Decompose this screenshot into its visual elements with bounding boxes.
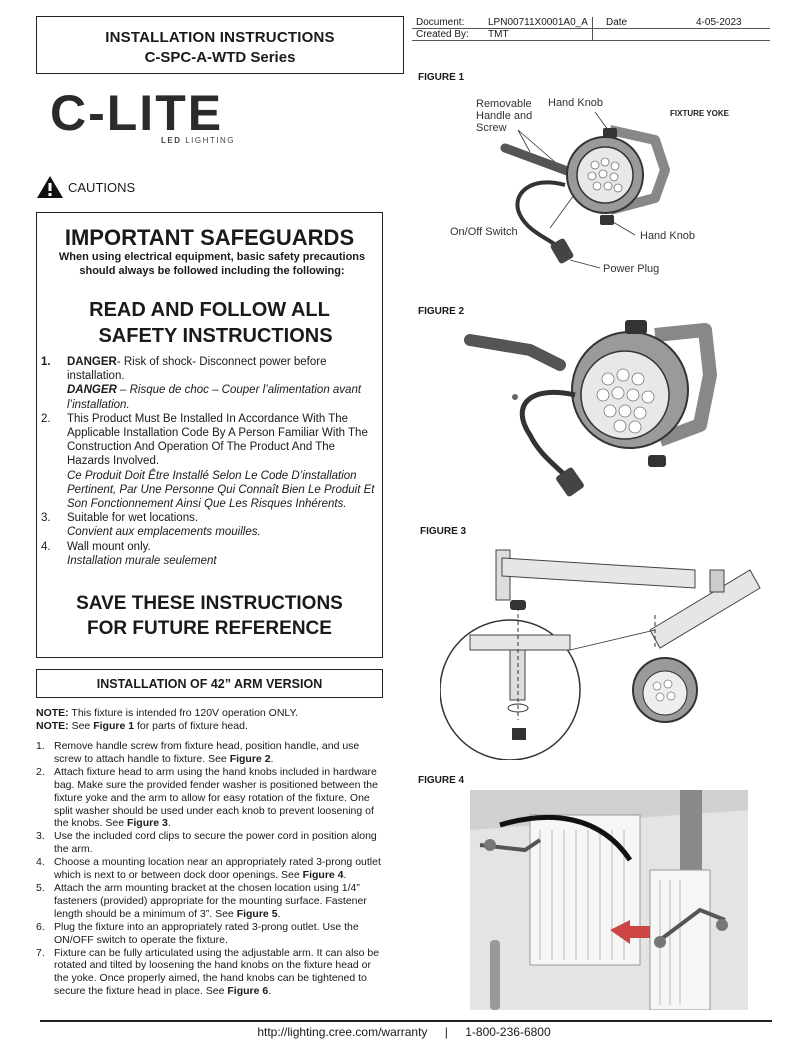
footer: http://lighting.cree.com/warranty | 1-80… <box>0 1025 808 1039</box>
callout-power-plug: Power Plug <box>603 263 660 275</box>
installation-heading: INSTALLATION OF 42” ARM VERSION <box>36 669 383 698</box>
callout-hand-knob-top: Hand Knob <box>548 97 604 109</box>
safeguards-title: IMPORTANT SAFEGUARDS <box>64 225 355 250</box>
warranty-link[interactable]: http://lighting.cree.com/warranty <box>257 1025 428 1039</box>
title-line1: INSTALLATION INSTRUCTIONS <box>105 29 335 46</box>
step-item: 5.Attach the arm mounting bracket at the… <box>36 881 367 920</box>
step-item: 3.Use the included cord clips to secure … <box>36 830 377 856</box>
logo-sub: LED LIGHTING <box>161 136 236 145</box>
step-item: 1.Remove handle screw from fixture head,… <box>36 740 360 765</box>
figure-3-label: FIGURE 3 <box>420 526 467 537</box>
callout-removable-handle: Removable Handle and Screw <box>476 98 533 134</box>
save-instructions-heading: SAVE THESE INSTRUCTIONS FOR FUTURE REFER… <box>76 593 343 639</box>
safety-item: 1. DANGER- Risk of shock- Disconnect pow… <box>41 356 362 411</box>
safety-list: 1. DANGER- Risk of shock- Disconnect pow… <box>39 355 379 568</box>
figure-1-illustration <box>500 111 670 269</box>
callout-on-off-switch: On/Off Switch <box>450 226 518 238</box>
created-value: TMT <box>488 29 509 40</box>
step-item: 6.Plug the fixture into an appropriately… <box>36 920 359 946</box>
date-label: Date <box>606 17 628 28</box>
c-lite-logo: C-LITE LED LIGHTING <box>50 85 234 145</box>
figure-4-illustration <box>470 790 748 1010</box>
safety-item: 2. This Product Must Be Installed In Acc… <box>41 412 375 511</box>
footer-separator: | <box>444 1025 448 1039</box>
safeguards-box: IMPORTANT SAFEGUARDS When using electric… <box>36 212 383 658</box>
created-label: Created By: <box>416 29 469 40</box>
safeguards-subtitle: When using electrical equipment, basic s… <box>58 251 366 277</box>
date-value: 4-05-2023 <box>696 17 742 28</box>
step-item: 7.Fixture can be fully articulated using… <box>36 946 380 998</box>
title-box: INSTALLATION INSTRUCTIONS C-SPC-A-WTD Se… <box>36 16 404 74</box>
figure-3-illustration <box>440 549 761 760</box>
phone-number: 1-800-236-6800 <box>465 1025 551 1039</box>
safety-item: 4. Wall mount only. Installation murale … <box>41 540 217 567</box>
document-value: LPN00711X0001A0_A <box>488 17 588 28</box>
read-follow-heading: READ AND FOLLOW ALL SAFETY INSTRUCTIONS <box>89 299 333 347</box>
safety-item: 3. Suitable for wet locations. Convient … <box>41 512 261 539</box>
document-info: Document: LPN00711X0001A0_A Date 4-05-20… <box>412 17 770 41</box>
figure-1-label: FIGURE 1 <box>418 72 465 83</box>
cautions-heading: CAUTIONS <box>36 175 135 199</box>
step-item: 2.Attach fixture head to arm using the h… <box>36 765 378 830</box>
step-item: 4.Choose a mounting location near an app… <box>36 856 381 882</box>
figure-2-label: FIGURE 2 <box>418 306 465 317</box>
installation-notes: NOTE: This fixture is intended fro 120V … <box>36 707 299 732</box>
callout-fixture-yoke: FIXTURE YOKE <box>670 109 729 118</box>
figure-2-illustration <box>464 320 717 497</box>
document-label: Document: <box>416 17 465 28</box>
warning-icon <box>37 176 63 198</box>
callout-hand-knob-bottom: Hand Knob <box>640 230 696 242</box>
installation-steps: 1.Remove handle screw from fixture head,… <box>36 740 384 998</box>
title-line2: C-SPC-A-WTD Series <box>144 49 296 66</box>
logo-word: C-LITE <box>50 85 224 141</box>
footer-rule <box>40 1020 772 1022</box>
figure-4-label: FIGURE 4 <box>418 775 465 786</box>
cautions-label: CAUTIONS <box>68 179 136 195</box>
